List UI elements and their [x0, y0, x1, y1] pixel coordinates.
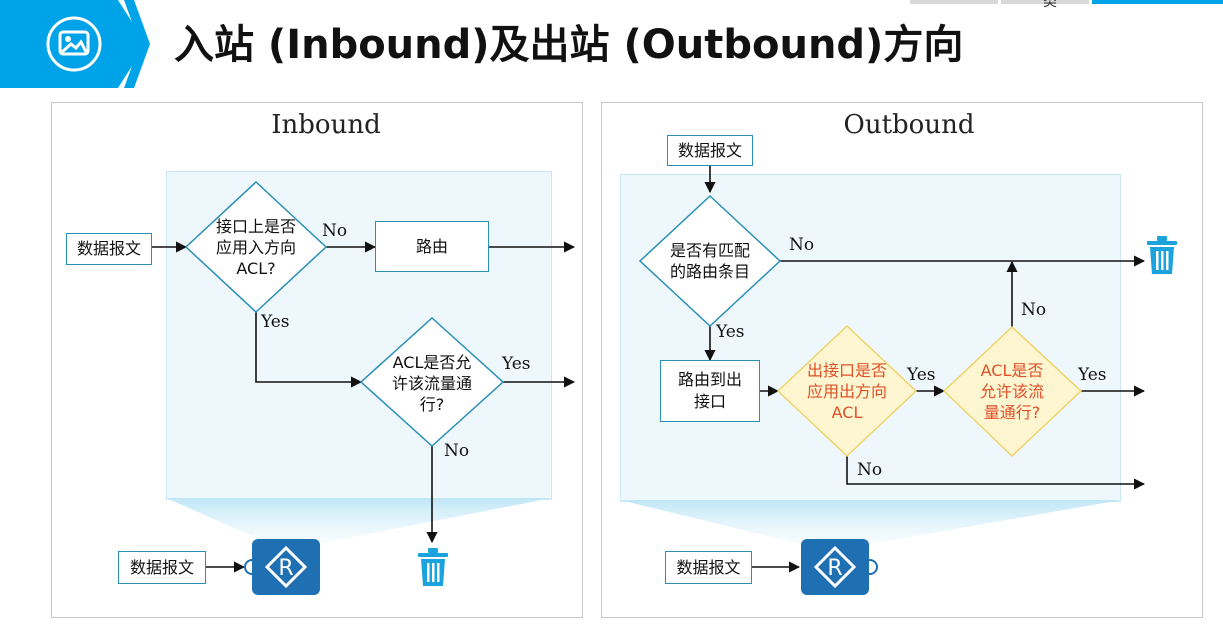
- svg-text:R: R: [278, 556, 293, 581]
- outbound-edge-no-applied: No: [857, 460, 883, 480]
- inbound-edge-no-2: No: [444, 441, 470, 461]
- inbound-title: Inbound: [271, 110, 381, 140]
- inbound-decision-acl-permit-label: ACL是否允 许该流量通 行?: [391, 352, 472, 414]
- router-icon: R: [801, 539, 869, 595]
- inbound-decision-acl-permit: [359, 316, 505, 448]
- deco-bar: [1001, 0, 1089, 4]
- inbound-decision-acl-applied: [184, 180, 328, 314]
- inbound-edge-yes-1: Yes: [261, 312, 290, 332]
- outbound-glow: [620, 500, 1121, 544]
- outbound-decision-acl-permit-label: ACL是否 允许该流 量通行?: [979, 360, 1044, 422]
- inbound-bottom-packet-box: 数据报文: [118, 551, 206, 584]
- router-icon: R: [252, 539, 320, 595]
- outbound-decision-route-label: 是否有匹配 的路由条目: [669, 241, 750, 281]
- inbound-edge-yes-2: Yes: [502, 354, 531, 374]
- outbound-edge-yes-permit: Yes: [1078, 365, 1107, 385]
- outbound-edge-no-route: No: [789, 235, 815, 255]
- svg-text:R: R: [827, 556, 842, 581]
- inbound-glow: [166, 498, 552, 544]
- outbound-decision-acl-applied: [776, 324, 918, 458]
- outbound-edge-yes-route: Yes: [716, 322, 745, 342]
- trash-icon: [1147, 236, 1177, 274]
- deco-char: 类: [1043, 0, 1057, 10]
- outbound-packet-box: 数据报文: [667, 135, 753, 166]
- outbound-decision-acl-applied-label: 出接口是否 应用出方向 ACL: [806, 360, 887, 422]
- deco-bar: [1092, 0, 1223, 4]
- inbound-route-box: 路由: [375, 221, 489, 272]
- outbound-edge-yes-applied: Yes: [907, 365, 936, 385]
- page-title: 入站 (Inbound)及出站 (Outbound)方向: [174, 22, 964, 68]
- outbound-decision-acl-permit: [942, 325, 1083, 458]
- inbound-decision-acl-applied-label: 接口上是否 应用入方向 ACL?: [215, 216, 296, 278]
- outbound-route-exit-box: 路由到出 接口: [660, 360, 760, 422]
- trash-icon: [418, 548, 448, 586]
- outbound-title: Outbound: [843, 110, 975, 140]
- outbound-edge-no-permit: No: [1021, 300, 1047, 320]
- outbound-decision-route: [638, 194, 782, 328]
- deco-bar: [910, 0, 998, 4]
- image-icon: [46, 16, 102, 72]
- inbound-packet-box: 数据报文: [66, 233, 152, 265]
- outbound-bottom-packet-box: 数据报文: [665, 551, 752, 584]
- inbound-edge-no-1: No: [322, 221, 348, 241]
